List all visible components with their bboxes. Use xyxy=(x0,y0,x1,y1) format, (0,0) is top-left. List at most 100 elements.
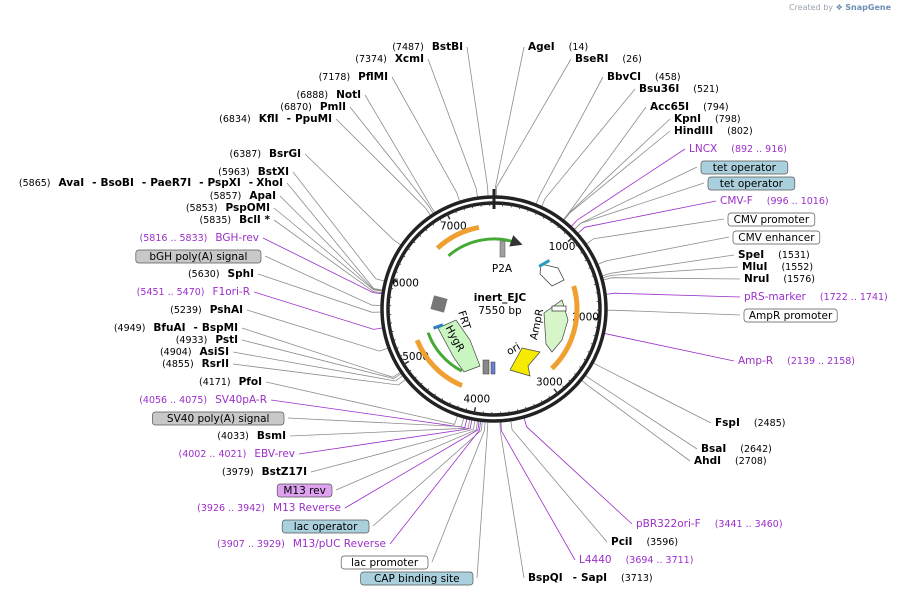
leader-line xyxy=(523,416,633,525)
primer-label[interactable]: (4056 .. 4075)SV40pA-R xyxy=(139,394,267,406)
site-enzyme-name: NruI xyxy=(744,273,769,285)
label-text: (4033)BsmI xyxy=(217,430,286,442)
site-label[interactable]: (5630)SphI xyxy=(188,268,254,280)
primer-label[interactable]: pBR322ori-F(3441 .. 3460) xyxy=(636,518,783,530)
site-label[interactable]: (5963)BstXI xyxy=(218,166,289,178)
site-label[interactable]: KpnI(798) xyxy=(674,113,741,125)
primer-label[interactable]: (5816 .. 5833)BGH-rev xyxy=(140,232,259,244)
feature-label[interactable]: SV40 poly(A) signal xyxy=(152,411,285,426)
feature-box xyxy=(727,212,816,227)
site-label[interactable]: (4933)PstI xyxy=(176,334,238,346)
leader-line xyxy=(427,58,479,199)
label-text: (4933)PstI xyxy=(176,334,238,346)
site-label[interactable]: NruI (1576) xyxy=(744,273,815,285)
site-position: (1531) xyxy=(778,250,810,261)
tick-mark xyxy=(471,205,474,209)
site-label[interactable]: HindIII(802) xyxy=(674,125,753,137)
site-label[interactable]: BspQI-SapI(3713) xyxy=(528,572,653,584)
feature-label[interactable]: tet operator xyxy=(700,160,789,175)
feature-name: tet operator xyxy=(713,162,777,174)
feature-label[interactable]: CMV enhancer xyxy=(732,230,821,245)
site-enzyme-name: BsaI xyxy=(701,443,726,455)
primer-label[interactable]: Amp-R(2139 .. 2158) xyxy=(738,355,855,367)
site-label[interactable]: FspI(2485) xyxy=(715,417,785,429)
site-label[interactable]: (3979)BstZ17I xyxy=(222,466,307,478)
feature-box xyxy=(732,230,821,245)
site-label[interactable]: (7487)BstBI xyxy=(392,41,463,53)
tick-mark xyxy=(575,244,579,247)
primer-label[interactable]: L4440(3694 .. 3711) xyxy=(579,554,693,566)
site-label[interactable]: (4904)AsiSI xyxy=(160,346,229,358)
tick-mark xyxy=(542,215,546,219)
tick-mark xyxy=(473,407,477,414)
site-position: (1576) xyxy=(783,274,815,285)
leader-line xyxy=(279,195,384,292)
label-text: KpnI(798) xyxy=(674,113,741,125)
feature-box xyxy=(152,411,285,426)
site-label[interactable]: (7178)PflMI xyxy=(319,71,388,83)
site-position: (4033) xyxy=(217,431,249,442)
site-separator: - xyxy=(142,177,146,189)
site-label[interactable]: (5835)BclI * xyxy=(200,214,271,226)
site-label[interactable]: BsaI(2642) xyxy=(701,443,772,455)
site-label[interactable]: Acc65I(794) xyxy=(650,101,729,113)
site-enzyme-name: BbvCI xyxy=(607,71,641,83)
label-text: pBR322ori-F(3441 .. 3460) xyxy=(636,518,783,530)
site-enzyme-name: BclI * xyxy=(239,214,270,226)
tick-mark xyxy=(419,382,423,386)
feature-label[interactable]: lac promoter xyxy=(340,555,429,570)
primer-label[interactable]: (3926 .. 3942)M13 Reverse xyxy=(197,502,341,514)
primer-label[interactable]: (5451 .. 5470)F1ori-R xyxy=(137,286,250,298)
feature-label[interactable]: CAP binding site xyxy=(360,571,474,586)
primer-label[interactable]: pRS-marker(1722 .. 1741) xyxy=(744,291,888,303)
primer-label[interactable]: (3907 .. 3929)M13/pUC Reverse xyxy=(217,538,386,550)
site-label[interactable]: Bsu36I(521) xyxy=(639,83,719,95)
feature-label[interactable]: M13 rev xyxy=(276,483,333,498)
primer-label[interactable]: LNCX(892 .. 916) xyxy=(689,143,787,155)
site-label[interactable]: MluI(1552) xyxy=(742,261,813,273)
site-label[interactable]: (4033)BsmI xyxy=(217,430,286,442)
tick-mark xyxy=(424,228,428,231)
site-label[interactable]: AhdI(2708) xyxy=(694,455,767,467)
feature-label[interactable]: CMV promoter xyxy=(727,212,816,227)
site-label[interactable]: BbvCI(458) xyxy=(607,71,681,83)
feature-box xyxy=(360,571,474,586)
site-label[interactable]: (5853)PspOMI xyxy=(186,202,270,214)
leader-line xyxy=(592,362,712,424)
feature-label[interactable]: tet operator xyxy=(707,176,796,191)
leader-line xyxy=(573,182,705,231)
site-label[interactable]: SpeI(1531) xyxy=(738,249,810,261)
snapgene-credit: Created by ❖ SnapGene xyxy=(789,3,891,12)
site-label[interactable]: (4171)PfoI xyxy=(199,376,262,388)
feature-name: SV40 poly(A) signal xyxy=(167,413,270,425)
site-enzyme-name: PspXI xyxy=(208,177,241,189)
site-label[interactable]: (5865)AvaI-BsoBI-PaeR7I-PspXI-XhoI xyxy=(19,177,283,189)
label-text: (4002 .. 4021)EBV-rev xyxy=(179,448,296,460)
tick-mark xyxy=(591,275,595,277)
primer-position: (3926 .. 3942) xyxy=(197,503,265,514)
feature-label[interactable]: lac operator xyxy=(281,519,370,534)
site-label[interactable]: (5857)ApaI xyxy=(210,190,276,202)
primer-label[interactable]: (4002 .. 4021)EBV-rev xyxy=(179,448,296,460)
site-label[interactable]: (4855)RsrII xyxy=(162,358,229,370)
site-label[interactable]: (6834)KflI-PpuMI xyxy=(219,113,332,125)
site-label[interactable]: (5239)PshAI xyxy=(170,304,243,316)
feature-label[interactable]: bGH poly(A) signal xyxy=(135,249,262,264)
site-label[interactable]: (7374)XcmI xyxy=(355,53,424,65)
primer-label[interactable]: CMV-F(996 .. 1016) xyxy=(720,195,829,207)
tick-label: 1000 xyxy=(549,241,576,253)
primer-position: (1722 .. 1741) xyxy=(820,292,888,303)
site-label[interactable]: BseRI(26) xyxy=(575,53,642,65)
site-label[interactable]: (6387)BsrGI xyxy=(229,148,301,160)
site-label[interactable]: PciI(3596) xyxy=(611,536,678,548)
site-label[interactable]: (6888)NotI xyxy=(296,89,361,101)
label-text: (7178)PflMI xyxy=(319,71,388,83)
snapgene-logo-icon: ❖ xyxy=(835,3,843,12)
site-label[interactable]: (4949)BfuAI-BspMI xyxy=(114,322,238,334)
tick-mark xyxy=(407,247,411,251)
label-text: (7487)BstBI xyxy=(392,41,463,53)
feature-label[interactable]: AmpR promoter xyxy=(743,308,838,323)
site-enzyme-name: PaeR7I xyxy=(150,177,191,189)
site-label[interactable]: (6870)PmlI xyxy=(280,101,346,113)
site-label[interactable]: AgeI(14) xyxy=(528,41,588,53)
